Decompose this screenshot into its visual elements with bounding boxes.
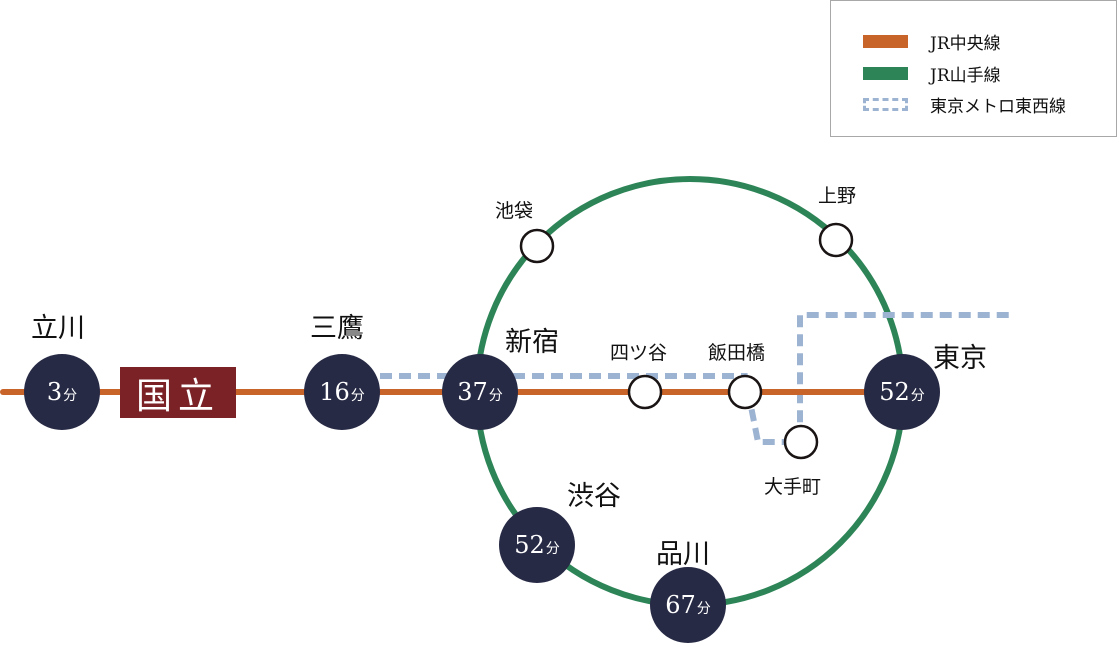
station-name-otemachi: 大手町 [764, 476, 822, 498]
minutes-value: 52 [514, 531, 545, 559]
legend-label: JR中央線 [930, 34, 1001, 54]
station-name-shibuya: 渋谷 [567, 481, 621, 512]
station-marker-yotsuya[interactable] [627, 374, 663, 410]
station-marker-iidabashi[interactable] [727, 374, 763, 410]
minutes-value: 52 [879, 378, 910, 406]
minutes-unit: 分 [350, 388, 365, 404]
minutes-unit: 分 [488, 388, 503, 404]
chuo-swatch [863, 35, 908, 48]
legend-label: JR山手線 [930, 66, 1001, 86]
legend: JR中央線 JR山手線 東京メトロ東西線 [830, 0, 1117, 137]
station-name-iidabashi: 飯田橋 [708, 342, 766, 364]
station-name-yotsuya: 四ツ谷 [610, 342, 668, 364]
station-marker-shinjuku[interactable] [442, 354, 518, 430]
station-marker-shibuya[interactable] [499, 507, 575, 583]
station-name-ueno: 上野 [818, 185, 857, 207]
station-name-tachikawa: 立川 [31, 313, 85, 344]
legend-item-yamanote: JR山手線 [863, 61, 1001, 86]
legend-label: 東京メトロ東西線 [930, 97, 1066, 117]
minutes-unit: 分 [63, 388, 78, 404]
station-name-shinjuku: 新宿 [505, 327, 559, 358]
station-marker-ikebukuro[interactable] [519, 228, 555, 264]
tozai-line [380, 312, 1010, 445]
station-name-ikebukuro: 池袋 [495, 200, 534, 222]
minutes-value: 67 [665, 591, 696, 619]
legend-item-tozai: 東京メトロ東西線 [863, 92, 1066, 117]
station-name-tokyo: 東京 [933, 343, 987, 374]
yamanote-swatch [863, 67, 908, 80]
station-marker-tokyo[interactable] [864, 354, 940, 430]
station-marker-ueno[interactable] [818, 222, 854, 258]
station-marker-tachikawa[interactable] [24, 354, 100, 430]
station-name-shinagawa: 品川 [656, 539, 710, 570]
station-marker-otemachi[interactable] [783, 424, 819, 460]
station-name-mitaka: 三鷹 [310, 313, 364, 344]
origin-station-kunitachi[interactable]: 国立 [120, 367, 236, 418]
origin-label: 国立 [135, 375, 220, 417]
minutes-unit: 分 [545, 541, 560, 557]
minutes-value: 3 [46, 378, 63, 406]
minutes-unit: 分 [696, 601, 711, 617]
minutes-value: 37 [457, 378, 488, 406]
minutes-value: 16 [319, 378, 350, 406]
legend-item-chuo: JR中央線 [863, 29, 1001, 54]
station-marker-mitaka[interactable] [304, 354, 380, 430]
minutes-unit: 分 [910, 388, 925, 404]
station-marker-shinagawa[interactable] [650, 567, 726, 643]
tozai-swatch [863, 98, 908, 111]
